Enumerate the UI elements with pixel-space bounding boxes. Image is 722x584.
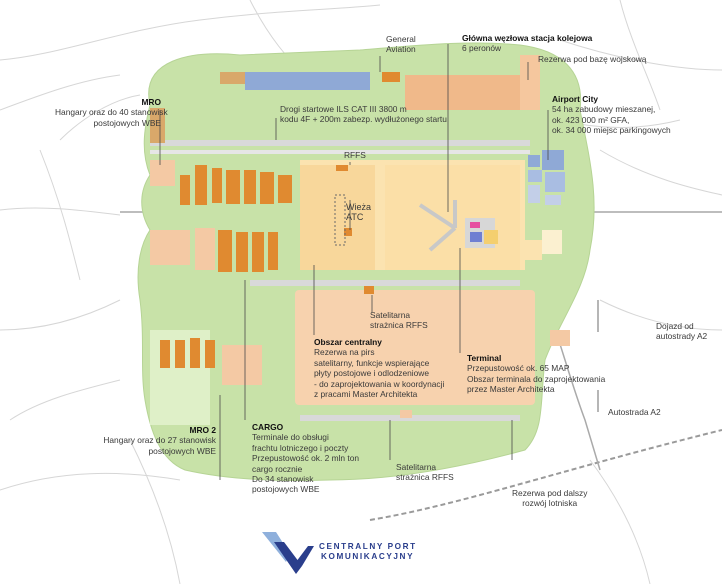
label-airport-city: Airport City 54 ha zabudowy mieszanej, o… bbox=[552, 94, 671, 136]
terminal-title: Terminal bbox=[467, 353, 502, 363]
mro-buildings bbox=[150, 108, 292, 205]
runway-south bbox=[250, 280, 520, 286]
terminal-area bbox=[295, 290, 535, 405]
ga-hangar bbox=[382, 72, 400, 82]
military-reserve-2 bbox=[520, 55, 540, 110]
mro-title: MRO bbox=[141, 97, 161, 107]
label-general-aviation: General Aviation bbox=[386, 34, 416, 55]
label-satellite-rffs-2: Satelitarna strażnica RFFS bbox=[396, 462, 454, 483]
logo-line1: CENTRALNY PORT bbox=[319, 542, 417, 551]
general-aviation-apron bbox=[245, 72, 370, 90]
rffs-building bbox=[336, 165, 348, 171]
label-central-area: Obszar centralny Rezerwa na pirs satelit… bbox=[314, 337, 444, 399]
runway-north bbox=[150, 140, 530, 146]
satellite-rffs-2 bbox=[400, 410, 412, 418]
airport-city-sub: 54 ha zabudowy mieszanej, ok. 423 000 m²… bbox=[552, 104, 671, 136]
label-reserve: Rezerwa pod dalszy rozwój lotniska bbox=[512, 488, 588, 509]
central-core-strip bbox=[300, 165, 375, 270]
airport-city-title: Airport City bbox=[552, 94, 599, 104]
label-station: Główna węzłowa stacja kolejowa 6 peronów bbox=[462, 33, 592, 54]
label-atc-tower: Wieża ATC bbox=[346, 202, 372, 223]
terminal-yellow bbox=[484, 230, 498, 244]
mro-sub: Hangary oraz do 40 stanowisk postojowych… bbox=[55, 107, 168, 128]
label-a2-access: Dojazd od autostrady A2 bbox=[656, 321, 708, 342]
mro2-title: MRO 2 bbox=[189, 425, 216, 435]
terminal-piers bbox=[418, 200, 457, 252]
label-a2: Autostrada A2 bbox=[608, 407, 661, 417]
label-runways: Drogi startowe ILS CAT III 3800 m kodu 4… bbox=[280, 104, 447, 125]
terminal-pink bbox=[470, 222, 480, 228]
label-cargo: CARGO Terminale do obsługi frachtu lotni… bbox=[252, 422, 359, 495]
central-title: Obszar centralny bbox=[314, 337, 382, 347]
terminal-sub: Przepustowość ok. 65 MAP Obszar terminal… bbox=[467, 363, 606, 395]
logo-line2: KOMUNIKACYJNY bbox=[321, 552, 415, 561]
station-sub: 6 peronów bbox=[462, 43, 502, 54]
central-core-east bbox=[385, 165, 520, 270]
label-rffs: RFFS bbox=[344, 150, 366, 160]
station-title: Główna węzłowa stacja kolejowa bbox=[462, 33, 593, 43]
apron-parcel bbox=[150, 385, 210, 425]
cargo-buildings bbox=[150, 228, 278, 385]
label-satellite-rffs-1: Satelitarna strażnica RFFS bbox=[370, 310, 428, 331]
label-terminal: Terminal Przepustowość ok. 65 MAP Obszar… bbox=[467, 353, 605, 395]
cargo-sub: Terminale do obsługi frachtu lotniczego … bbox=[252, 432, 360, 495]
cpk-logo-icon bbox=[262, 532, 314, 574]
leader-lines bbox=[159, 44, 599, 480]
terminal-blue bbox=[470, 232, 482, 242]
tower-zone bbox=[334, 194, 346, 246]
central-sub: Rezerwa na pirs satelitarny, funkcje wsp… bbox=[314, 347, 445, 400]
airport-city-blocks bbox=[520, 150, 565, 260]
taxiway-north bbox=[150, 150, 530, 154]
military-reserve bbox=[405, 75, 540, 110]
ga-hangar bbox=[220, 72, 245, 84]
label-mro2: MRO 2 Hangary oraz do 27 stanowisk posto… bbox=[88, 425, 216, 456]
east-reserve-box bbox=[550, 330, 570, 346]
cargo-title: CARGO bbox=[252, 422, 284, 432]
satellite-rffs-1 bbox=[364, 286, 374, 294]
cpk-logo-text: CENTRALNY PORT KOMUNIKACYJNY bbox=[319, 542, 417, 562]
mro2-sub: Hangary oraz do 27 stanowisk postojowych… bbox=[103, 435, 216, 456]
label-military: Rezerwa pod bazę wojskową bbox=[538, 54, 647, 64]
label-mro: MRO Hangary oraz do 40 stanowisk postojo… bbox=[55, 97, 168, 128]
atc-tower bbox=[344, 228, 352, 236]
motorway-a2 bbox=[369, 429, 722, 521]
